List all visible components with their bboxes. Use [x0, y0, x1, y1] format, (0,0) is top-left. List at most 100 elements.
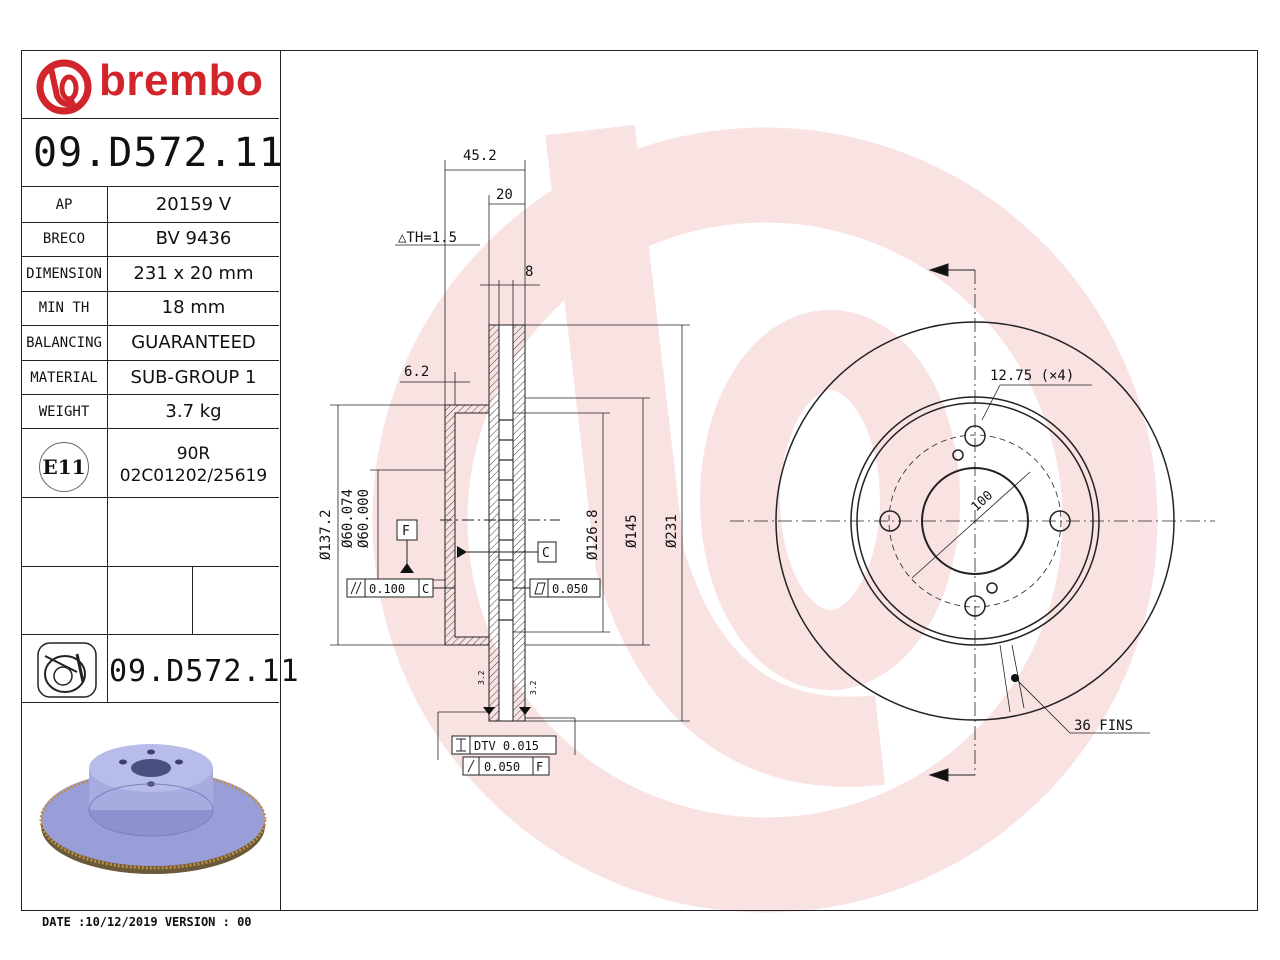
hat-outer: [856, 402, 1094, 640]
brand-name: brembo: [99, 56, 264, 105]
divider: [21, 325, 279, 326]
dim-d137: Ø137.2: [318, 509, 334, 560]
spec-row-breco: BRECO BV 9436: [21, 222, 279, 256]
column-divider: [107, 187, 108, 634]
bolt-hole: [964, 595, 986, 617]
bolt-hole: [964, 425, 986, 447]
diameter-dimensions: [330, 324, 690, 722]
parallel-tol: 0.100: [369, 582, 405, 596]
divider: [21, 428, 279, 429]
center-bore: [921, 467, 1029, 575]
approval-mark: E11: [39, 442, 89, 492]
column-divider: [107, 635, 108, 702]
dim-thickness: 20: [496, 187, 513, 203]
dim-delta-th: △TH=1.5: [398, 230, 457, 246]
spec-label: DIMENSION: [26, 266, 102, 282]
divider: [21, 702, 279, 703]
thickness-variation-icon: [456, 738, 466, 752]
dim-d126: Ø126.8: [585, 509, 601, 560]
pcd-circle: [888, 434, 1062, 608]
top-dimensions: [395, 160, 540, 405]
parallel-ref: C: [422, 582, 429, 596]
spec-row-ap: AP 20159 V: [21, 188, 279, 222]
runout-frame: [462, 756, 550, 776]
spec-value: BV 9436: [155, 228, 232, 249]
datum-c-box: [537, 541, 557, 563]
approval-line2: 02C01202/25619: [119, 466, 268, 486]
datum-c: C: [542, 546, 550, 561]
divider: [21, 634, 279, 635]
parallelism-icon: [350, 581, 362, 595]
spec-value: SUB-GROUP 1: [130, 367, 257, 388]
disc-outer: [775, 321, 1175, 721]
flatness-icon: [534, 582, 546, 595]
divider: [21, 186, 279, 187]
spec-row-balancing: BALANCING GUARANTEED: [21, 326, 279, 360]
braking-inner: [850, 396, 1100, 646]
spec-label: MATERIAL: [30, 370, 98, 386]
column-divider: [192, 567, 193, 634]
dim-d60-074: Ø60.074: [340, 489, 356, 548]
dim-bolt-hole: 12.75 (×4): [990, 368, 1074, 384]
brake-disc-icon: [37, 642, 97, 698]
dtv-frame: [451, 735, 557, 755]
spec-label: MIN TH: [38, 300, 90, 316]
flat-tol: 0.050: [552, 582, 588, 596]
bolt-hole: [1049, 510, 1071, 532]
divider: [21, 360, 279, 361]
spec-row-dimension: DIMENSION 231 x 20 mm: [21, 257, 279, 291]
hat-section: [444, 404, 490, 646]
dtv: DTV 0.015: [474, 739, 539, 753]
dim-pcd: 100: [969, 488, 996, 515]
fins-count: 36 FINS: [1074, 718, 1133, 734]
spec-label: WEIGHT: [38, 404, 90, 420]
info-panel: brembo 09.D572.11 AP 20159 V BRECO BV 94…: [21, 50, 299, 911]
dim-hat: 6.2: [404, 364, 429, 380]
datum-f: F: [402, 524, 410, 539]
dim-d60-000: Ø60.000: [356, 489, 372, 548]
dim-width-total: 45.2: [463, 148, 497, 164]
spec-value: 18 mm: [161, 297, 226, 318]
spec-row-weight: WEIGHT 3.7 kg: [21, 395, 279, 429]
disc-render: [39, 744, 267, 874]
drawing-frame: [21, 50, 1258, 911]
bolt-hole: [879, 510, 901, 532]
dim-d231: Ø231: [664, 514, 680, 548]
pilot-hole: [952, 449, 964, 461]
spec-label: BALANCING: [26, 335, 102, 351]
spec-value: 3.7 kg: [165, 401, 222, 422]
divider: [21, 497, 279, 498]
runout-tol: 0.050: [484, 760, 520, 774]
dim-vent: 8: [525, 264, 533, 280]
front-view: [730, 263, 1215, 782]
runout-ref: F: [536, 760, 543, 774]
spec-row-material: MATERIAL SUB-GROUP 1: [21, 361, 279, 395]
divider: [21, 118, 279, 119]
spec-row-min-th: MIN TH 18 mm: [21, 291, 279, 325]
small-b: 3.2: [529, 680, 538, 695]
approval-line1: 90R: [176, 444, 211, 464]
runout-icon: [467, 759, 475, 773]
spec-value: 231 x 20 mm: [133, 263, 254, 284]
spec-value: GUARANTEED: [131, 332, 256, 353]
vent-channel: [498, 324, 514, 722]
pilot-hole: [986, 582, 998, 594]
part-number: 09.D572.11: [33, 130, 284, 176]
spec-value: 20159 V: [155, 194, 232, 215]
divider: [21, 222, 279, 223]
divider: [21, 394, 279, 395]
spec-label: BRECO: [42, 231, 86, 247]
divider: [21, 256, 279, 257]
date-version: DATE :10/12/2019 VERSION : 00: [42, 915, 252, 929]
small-a: 3.2: [477, 670, 486, 685]
part-number-small: 09.D572.11: [109, 654, 300, 689]
dim-d145: Ø145: [624, 514, 640, 548]
spec-label: AP: [55, 197, 73, 213]
brembo-logo: brembo: [21, 50, 279, 118]
divider: [21, 291, 279, 292]
brembo-logo-icon: [36, 59, 92, 115]
divider: [21, 566, 279, 567]
section-view: [440, 324, 560, 722]
